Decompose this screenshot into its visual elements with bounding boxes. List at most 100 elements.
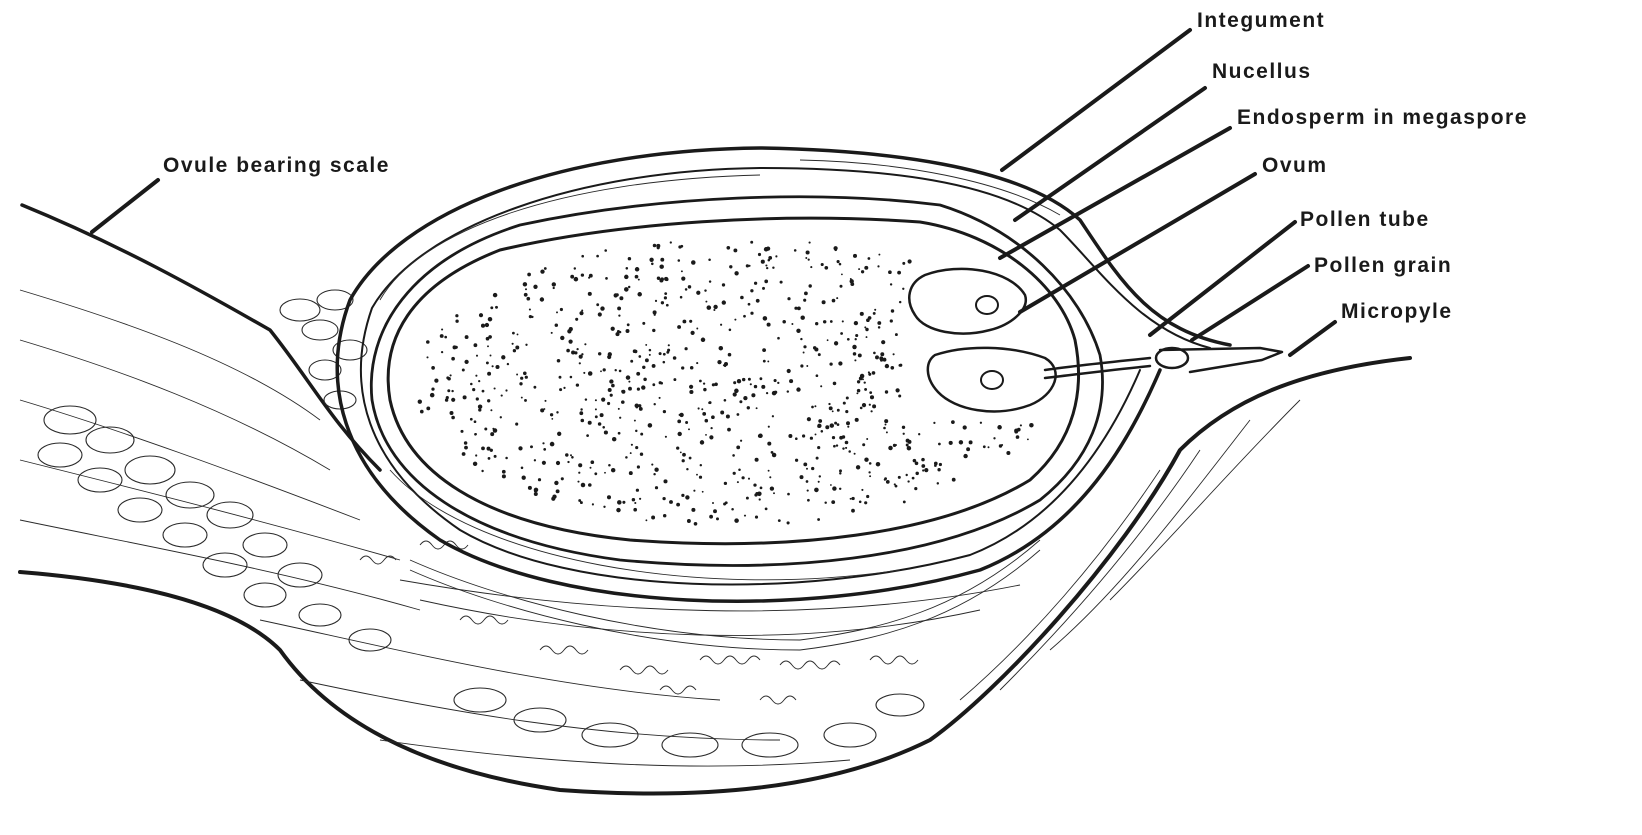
- endosperm-dot: [605, 277, 608, 280]
- endosperm-dot: [787, 521, 790, 524]
- endosperm-dot: [696, 362, 698, 364]
- endosperm-dot: [788, 434, 792, 438]
- endosperm-dot: [505, 389, 507, 391]
- endosperm-dot: [655, 300, 657, 302]
- endosperm-dot: [856, 392, 858, 394]
- endosperm-dot: [751, 393, 755, 397]
- endosperm-dot: [530, 445, 533, 448]
- endosperm-dot: [903, 500, 906, 503]
- endosperm-dot: [447, 377, 451, 381]
- endosperm-dot: [890, 319, 893, 322]
- endosperm-dot: [579, 362, 581, 364]
- endosperm-dot: [550, 442, 555, 447]
- endosperm-dot: [485, 323, 489, 327]
- endosperm-dot: [462, 369, 465, 372]
- endosperm-dot: [635, 267, 640, 272]
- endosperm-dot: [842, 320, 844, 322]
- endosperm-dot: [663, 479, 667, 483]
- endosperm-dot: [595, 408, 597, 410]
- endosperm-dot: [669, 500, 673, 504]
- endosperm-dot: [544, 267, 547, 270]
- endosperm-dot: [500, 416, 502, 418]
- endosperm-dot: [747, 406, 750, 409]
- endosperm-dot: [604, 430, 608, 434]
- endosperm-dot: [915, 472, 918, 475]
- endosperm-dot: [574, 277, 579, 282]
- endosperm-dot: [705, 419, 709, 423]
- endosperm-dot: [797, 306, 801, 310]
- endosperm-dot: [750, 289, 753, 292]
- endosperm-dot: [703, 382, 705, 384]
- endosperm-dot: [557, 359, 561, 363]
- endosperm-dot: [980, 422, 982, 424]
- endosperm-dot: [700, 464, 702, 466]
- endosperm-dot: [588, 371, 593, 376]
- endosperm-dot: [862, 443, 865, 446]
- endosperm-dot: [724, 362, 728, 366]
- endosperm-dot: [680, 451, 682, 453]
- endosperm-dot: [632, 498, 635, 501]
- endosperm-dot: [819, 475, 821, 477]
- endosperm-dot: [807, 499, 810, 502]
- endosperm-dot: [627, 323, 630, 326]
- endosperm-dot: [567, 461, 569, 463]
- endosperm-dot: [722, 283, 725, 286]
- endosperm-dot: [741, 476, 744, 479]
- endosperm-dot: [720, 324, 722, 326]
- endosperm-dot: [710, 427, 712, 429]
- endosperm-dot: [778, 519, 781, 522]
- endosperm-dot: [495, 306, 498, 309]
- endosperm-dot: [553, 287, 555, 289]
- endosperm-dot: [738, 469, 741, 472]
- endosperm-dot: [870, 395, 874, 399]
- endosperm-dot: [895, 388, 899, 392]
- endosperm-dot: [543, 448, 546, 451]
- endosperm-dot: [807, 417, 811, 421]
- endosperm-dot: [628, 387, 632, 391]
- endosperm-dot: [490, 449, 493, 452]
- endosperm-dot: [850, 498, 852, 500]
- endosperm-dot: [678, 245, 681, 248]
- endosperm-dot: [877, 321, 881, 325]
- endosperm-dot: [641, 385, 645, 389]
- endosperm-dot: [621, 390, 623, 392]
- endosperm-dot: [637, 465, 640, 468]
- endosperm-dot: [872, 371, 876, 375]
- endosperm-dot: [768, 470, 770, 472]
- endosperm-dot: [734, 271, 738, 275]
- endosperm-dot: [827, 339, 829, 341]
- endosperm-dot: [505, 457, 508, 460]
- endosperm-dot: [689, 320, 692, 323]
- endosperm-dot: [581, 273, 584, 276]
- endosperm-dot: [685, 495, 689, 499]
- endosperm-dot: [750, 241, 753, 244]
- endosperm-dot: [1006, 451, 1010, 455]
- endosperm-dot: [474, 433, 477, 436]
- endosperm-dot: [574, 267, 576, 269]
- endosperm-dot: [768, 426, 770, 428]
- endosperm-dot: [607, 402, 610, 405]
- endosperm-dot: [649, 349, 652, 352]
- endosperm-dot: [862, 378, 864, 380]
- endosperm-dot: [846, 396, 849, 399]
- endosperm-dot: [869, 391, 872, 394]
- endosperm-dot: [688, 285, 691, 288]
- endosperm-dot: [837, 423, 840, 426]
- label-pollen-grain: Pollen grain: [1314, 254, 1452, 277]
- endosperm-dot: [568, 339, 572, 343]
- endosperm-dot: [702, 412, 706, 416]
- endosperm-dot: [760, 377, 763, 380]
- endosperm-dot: [678, 259, 681, 262]
- endosperm-dot: [651, 464, 653, 466]
- endosperm-dot: [638, 279, 640, 281]
- endosperm-dot: [921, 464, 925, 468]
- endosperm-dot: [699, 476, 702, 479]
- endosperm-dot: [952, 478, 956, 482]
- endosperm-dot: [525, 344, 527, 346]
- endosperm-dot: [643, 378, 646, 381]
- endosperm-dot: [864, 326, 866, 328]
- endosperm-dot: [839, 285, 842, 288]
- endosperm-dot: [595, 399, 597, 401]
- endosperm-dot: [907, 446, 911, 450]
- endosperm-dot: [524, 293, 528, 297]
